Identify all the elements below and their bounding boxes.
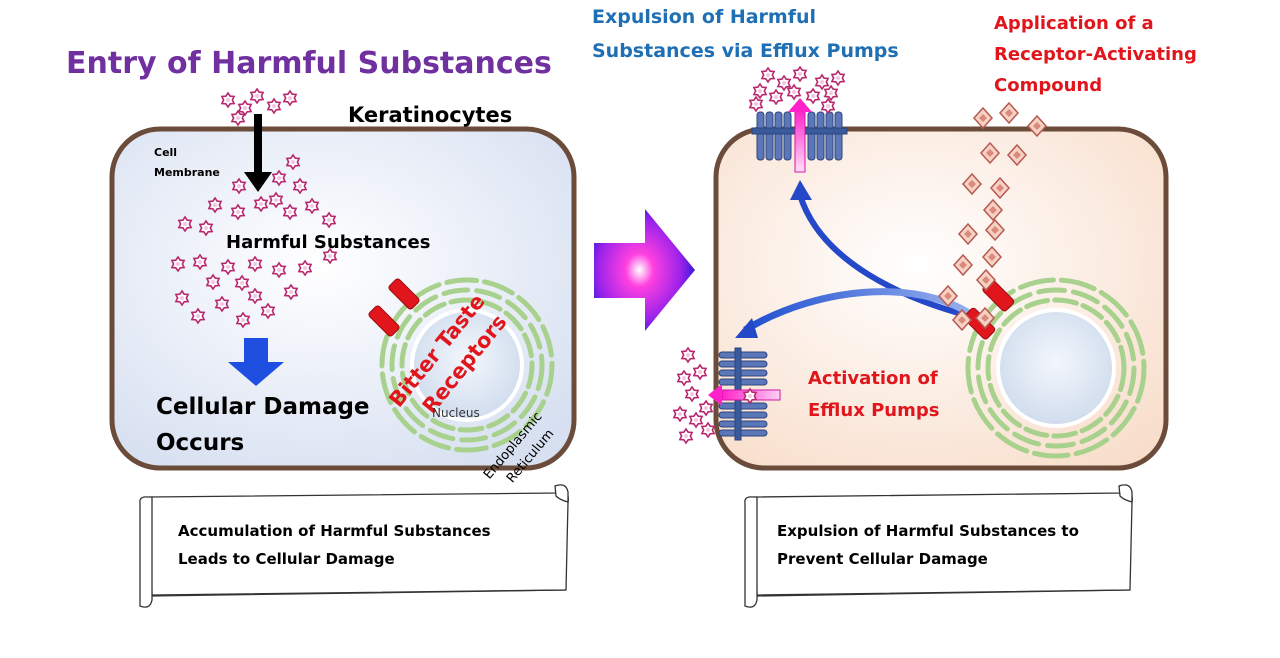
right-caption-line1: Expulsion of Harmful Substances to (777, 522, 1079, 540)
right-caption-scroll-icon (744, 484, 1133, 608)
right-bitter-taste-receptor-icon (963, 279, 1015, 340)
right-endoplasmic-reticulum (965, 277, 1147, 459)
efflux-signal-arrows (735, 180, 988, 338)
compound-title-line1: Application of a (994, 13, 1154, 34)
left-caption-line2: Leads to Cellular Damage (178, 550, 395, 568)
expulsion-title-line1: Expulsion of Harmful (592, 6, 817, 28)
cell-membrane-label-line2: Membrane (154, 166, 220, 179)
left-caption-scroll-icon (139, 484, 569, 608)
entry-title: Entry of Harmful Substances (66, 46, 552, 81)
left-nucleus (410, 308, 524, 422)
compound-title-line3: Compound (994, 75, 1103, 96)
damage-label-line1: Cellular Damage (156, 394, 370, 420)
nucleus-label: Nucleus (432, 406, 480, 420)
activation-label-line2: Efflux Pumps (808, 400, 940, 421)
cell-membrane-label-line1: Cell (154, 146, 178, 159)
left-caption-line1: Accumulation of Harmful Substances (178, 522, 491, 540)
left-endoplasmic-reticulum (379, 277, 555, 453)
right-caption-line2: Prevent Cellular Damage (777, 550, 988, 568)
right-nucleus (996, 308, 1116, 428)
harmful-substances-label: Harmful Substances (226, 232, 431, 253)
expulsion-title-line2: Substances via Efflux Pumps (592, 40, 899, 62)
damage-arrow-icon (228, 338, 284, 386)
entry-arrow-icon (244, 114, 272, 192)
left-bitter-taste-receptor-icon (368, 278, 420, 337)
activation-label-line1: Activation of (808, 368, 938, 389)
cell-type-label: Keratinocytes (348, 103, 513, 127)
top-efflux-arrow-icon (788, 98, 812, 173)
compound-title-line2: Receptor-Activating (994, 44, 1197, 65)
damage-label-line2: Occurs (156, 430, 245, 456)
big-arrow-icon (594, 209, 695, 331)
